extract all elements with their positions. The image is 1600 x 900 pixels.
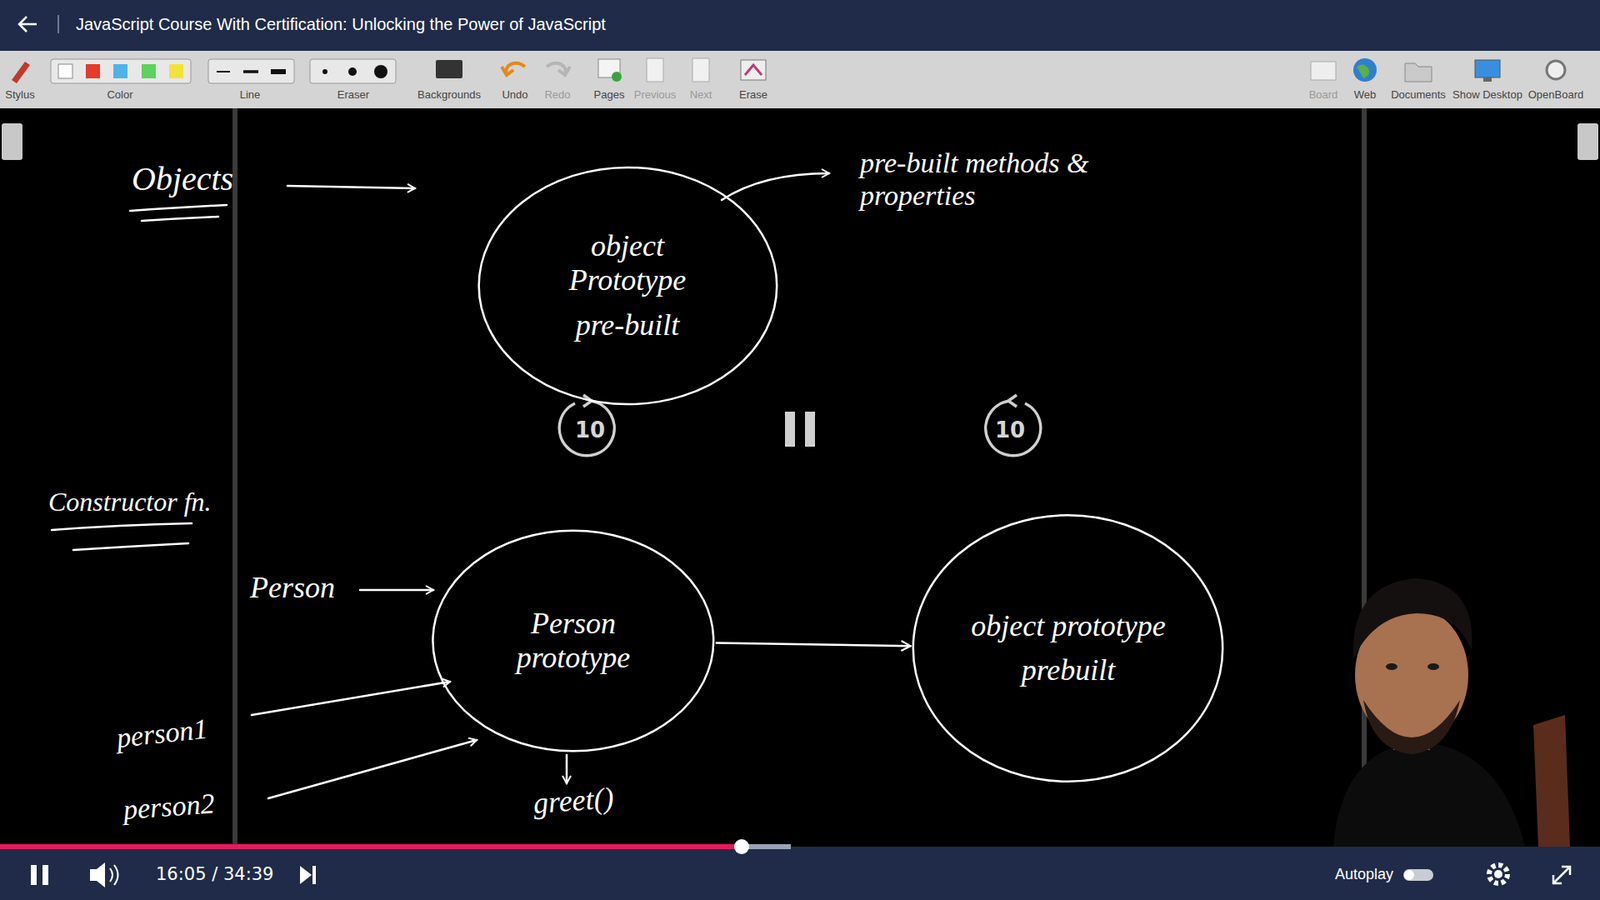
toolbar-label: Pages: [594, 88, 625, 101]
pause-overlay: [785, 411, 795, 447]
buffer-bar: [0, 844, 791, 850]
skip-seconds: 10: [995, 417, 1025, 443]
section-heading: Constructor fn.: [48, 486, 212, 518]
settings-icon: [1489, 865, 1508, 884]
pause-button: [30, 865, 37, 885]
prototype-link: [716, 643, 911, 647]
prototype-circle: object prototype prebuilt: [910, 512, 1226, 785]
presenter-video: [1333, 578, 1570, 847]
top-bar: [0, 0, 1600, 51]
toolbar-label: OpenBoard: [1528, 88, 1585, 101]
toolbar-label: Erase: [739, 88, 768, 101]
toolbar-label: Board: [1309, 88, 1339, 101]
note-text: pre-built methods & properties: [860, 146, 1110, 212]
side-tab: [1, 123, 23, 160]
toolbar-label: Documents: [1390, 88, 1446, 101]
node-subtitle: pre-built: [531, 308, 724, 343]
time-display: 16:05 / 34:39: [155, 864, 274, 885]
progress-bar: [0, 844, 742, 850]
side-tab: [1577, 123, 1599, 160]
node-title: Person prototype: [483, 606, 663, 676]
node-title: object Prototype: [531, 229, 724, 299]
method-label: greet(): [532, 780, 615, 821]
toolbar-label: Undo: [501, 88, 528, 101]
volume-icon: [90, 862, 105, 888]
volume-icon: [110, 865, 119, 885]
toolbar-label: Previous: [634, 88, 677, 101]
toolbar-label: Line: [240, 88, 261, 101]
node-title: object prototype: [968, 609, 1169, 644]
back-arrow: [19, 16, 37, 32]
instance-label: person2: [122, 786, 216, 826]
settings-icon: [1494, 870, 1503, 879]
board-edge: [232, 108, 238, 847]
section-heading: Objects: [131, 160, 234, 199]
autoplay-toggle: [1404, 870, 1415, 880]
instance-label: Person: [250, 570, 335, 605]
instance-label: person1: [115, 712, 210, 755]
chalk-strokes: [51, 173, 830, 799]
toolbar: [0, 50, 1600, 109]
pause-overlay: [805, 411, 815, 447]
board-edge: [1361, 108, 1367, 847]
prototype-circle: object Prototype pre-built: [475, 165, 780, 407]
autoplay-toggle: [1403, 869, 1434, 881]
toolbar-label: Show Desktop: [1452, 88, 1523, 101]
toolbar-label: Color: [106, 88, 133, 101]
toolbar-label: Backgrounds: [417, 88, 481, 101]
video-title: JavaScript Course With Certification: Un…: [75, 15, 606, 35]
toolbar-label: Stylus: [5, 88, 35, 101]
pause-button: [42, 865, 49, 885]
toolbar-label: Web: [1354, 88, 1377, 101]
circle-outline: [910, 512, 1226, 785]
next-button: [312, 865, 316, 885]
next-button: [300, 865, 312, 885]
prototype-circle: Person prototype: [430, 528, 717, 754]
node-subtitle: prebuilt: [968, 653, 1169, 688]
autoplay-label: Autoplay: [1335, 865, 1394, 884]
toolbar-icons: [11, 58, 1565, 84]
toolbar-label: Eraser: [337, 88, 370, 101]
bottom-bar: [0, 846, 1600, 900]
skip-seconds: 10: [575, 417, 605, 443]
fullscreen-icon: [1553, 866, 1570, 884]
toolbar-label: Redo: [544, 88, 570, 101]
separator: [57, 15, 60, 34]
progress-knob: [734, 839, 750, 855]
toolbar-label: Next: [690, 88, 713, 101]
